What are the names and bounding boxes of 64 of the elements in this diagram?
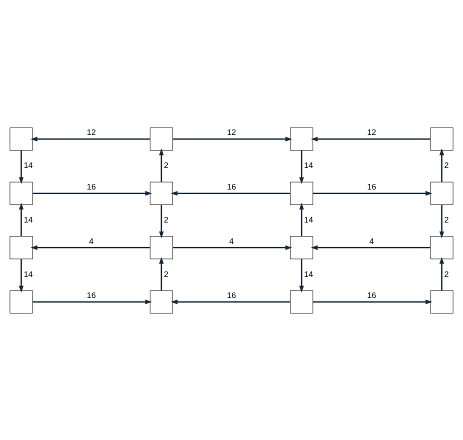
- edge-label: 14: [304, 269, 314, 278]
- arrow: [159, 148, 164, 182]
- edge-label: 12: [86, 128, 96, 137]
- node-box: [10, 236, 33, 259]
- edge-label: 2: [164, 214, 168, 224]
- edge-label: 2: [444, 160, 449, 170]
- arrow: [30, 244, 150, 250]
- edge-label: 12: [367, 128, 376, 137]
- arrow: [439, 148, 444, 182]
- edge-label: 12: [226, 128, 236, 137]
- arrow: [299, 258, 304, 292]
- edge-label: 14: [24, 160, 33, 170]
- arrow: [312, 190, 432, 196]
- node-box: [290, 181, 314, 204]
- arrow: [170, 190, 290, 196]
- edge-label: 4: [369, 236, 374, 246]
- edge-label: 14: [24, 269, 33, 278]
- node-box: [150, 236, 173, 259]
- arrow: [159, 256, 164, 290]
- edge-label: 14: [304, 160, 314, 170]
- node-box: [290, 290, 314, 313]
- edge-label: 14: [304, 214, 314, 224]
- node-box: [290, 236, 314, 259]
- arrow: [299, 150, 304, 184]
- edge-label: 2: [444, 269, 449, 278]
- arrow: [159, 204, 164, 238]
- edge-label: 16: [367, 182, 376, 191]
- arrow: [170, 299, 290, 304]
- arrow: [32, 190, 152, 196]
- edge-label: 2: [164, 269, 168, 278]
- edge-label: 16: [86, 290, 96, 300]
- arrow: [30, 136, 150, 141]
- edge-label: 16: [226, 290, 236, 300]
- edge-label: 4: [229, 236, 234, 246]
- edge-label: 2: [444, 214, 449, 224]
- node-box: [430, 290, 454, 313]
- arrow: [312, 299, 432, 304]
- arrow: [18, 258, 24, 292]
- edge-label: 16: [86, 182, 96, 191]
- node-box: [430, 236, 454, 259]
- arrow: [18, 202, 24, 236]
- node-box: [150, 290, 173, 313]
- node-box: [430, 127, 454, 150]
- arrow: [172, 244, 292, 250]
- edge-label: 2: [164, 160, 168, 170]
- node-box: [150, 127, 173, 150]
- node-box: [150, 181, 173, 204]
- node-box: [10, 127, 33, 150]
- arrow: [18, 150, 24, 184]
- arrow: [172, 136, 292, 141]
- arrow: [299, 202, 304, 236]
- node-box: [10, 181, 33, 204]
- edge-label: 16: [226, 182, 236, 191]
- arrow: [310, 244, 430, 250]
- node-box: [430, 181, 454, 204]
- edge-label: 4: [89, 236, 94, 246]
- arrow: [310, 136, 430, 141]
- node-box: [290, 127, 314, 150]
- edge-label: 14: [24, 214, 33, 224]
- arrow: [439, 204, 444, 238]
- edge-label: 16: [367, 290, 376, 300]
- arrow: [439, 256, 444, 290]
- arrow: [32, 299, 152, 304]
- node-box: [10, 290, 33, 313]
